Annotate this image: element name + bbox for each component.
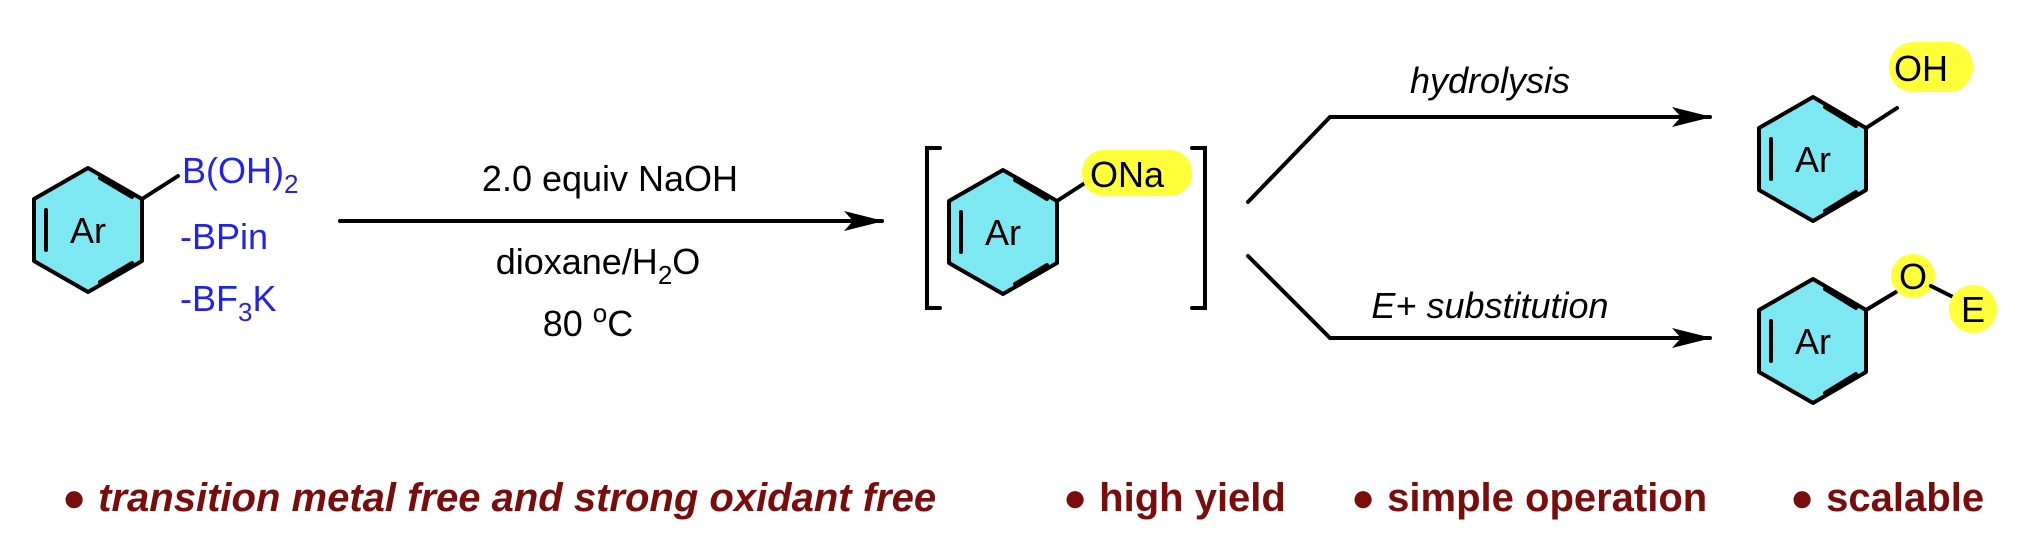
feature-2: ●high yield xyxy=(1063,476,1286,520)
intermediate-oxygen-bond xyxy=(1055,179,1090,203)
phenol-inner-bond-bottom xyxy=(1823,190,1858,213)
phenol-group-oh: OH xyxy=(1894,48,1948,89)
substitution-arrow xyxy=(1246,254,1712,348)
feature-1: ●transition metal free and strong oxidan… xyxy=(62,476,936,520)
o-highlight xyxy=(1891,254,1935,298)
reactant-molecule: Ar B(OH)2 -BPin -BF3K xyxy=(32,150,298,327)
feature-4: ●scalable xyxy=(1790,476,1984,520)
oh-highlight xyxy=(1889,42,1973,92)
intermediate-molecule: Ar ONa xyxy=(925,146,1207,310)
reactant-boron-bond xyxy=(140,174,180,201)
phenol-inner-bond-top xyxy=(1823,105,1858,128)
phenol-ring-label: Ar xyxy=(1795,139,1831,180)
ether-atom-o: O xyxy=(1899,256,1927,297)
condition-temperature: 80 oC xyxy=(543,298,634,344)
phenol-oxygen-bond xyxy=(1864,106,1899,130)
ether-product: Ar O E xyxy=(1757,254,1997,405)
ether-ring-label: Ar xyxy=(1795,321,1831,362)
reactant-group-bf3k: -BF3K xyxy=(180,278,276,327)
ether-inner-bond-top xyxy=(1823,287,1858,310)
feature-3: ●simple operation xyxy=(1351,476,1707,520)
intermediate-inner-bond-bottom xyxy=(1013,263,1049,286)
reactant-inner-bond-bottom xyxy=(98,261,134,284)
right-bracket xyxy=(1190,146,1207,310)
hydrolysis-label: hydrolysis xyxy=(1410,60,1570,101)
substitution-label: E+ substitution xyxy=(1371,285,1608,326)
ether-inner-bond-bottom xyxy=(1823,372,1858,395)
ether-e-bond xyxy=(1929,284,1957,300)
condition-reagent: 2.0 equiv NaOH xyxy=(482,158,738,199)
e-highlight xyxy=(1949,285,1997,333)
reactant-group-bpin: -BPin xyxy=(180,216,268,257)
intermediate-inner-bond-top xyxy=(1013,178,1049,201)
intermediate-ring-label: Ar xyxy=(985,212,1021,253)
hydrolysis-arrow xyxy=(1246,107,1712,204)
reactant-group-boronic-acid: B(OH)2 xyxy=(182,150,298,199)
ether-atom-e: E xyxy=(1961,289,1985,330)
condition-solvent: dioxane/H2O xyxy=(496,241,701,290)
ona-highlight xyxy=(1082,150,1192,196)
reactant-ring-label: Ar xyxy=(70,210,106,251)
ether-oxygen-bond xyxy=(1864,290,1898,312)
reactant-inner-bond-top xyxy=(98,176,134,199)
phenol-product: Ar OH xyxy=(1757,42,1973,223)
feature-list: ●transition metal free and strong oxidan… xyxy=(62,476,1984,520)
intermediate-group-ona: ONa xyxy=(1090,154,1165,195)
left-bracket xyxy=(925,146,942,310)
